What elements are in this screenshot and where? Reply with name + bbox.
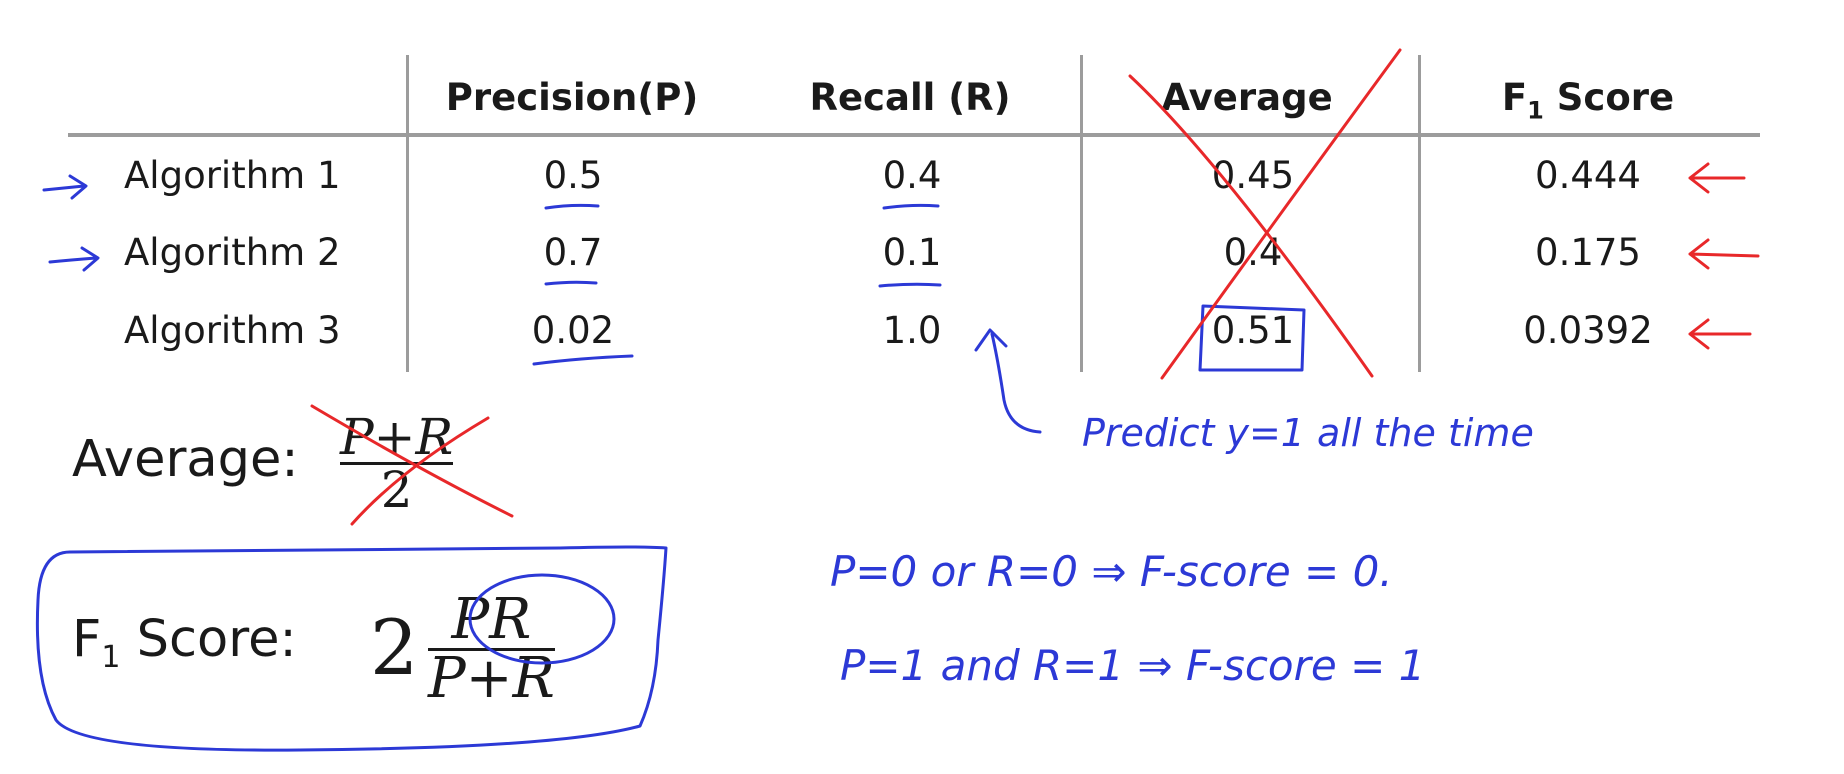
- header-average: Average: [1161, 76, 1333, 119]
- row-label-algorithm-2: Algorithm 2: [124, 231, 341, 274]
- header-f1-subscript: 1: [1527, 96, 1544, 125]
- cell-precision-1: 0.5: [543, 154, 603, 197]
- average-formula-label: Average:: [72, 430, 299, 489]
- cell-f1-1: 0.444: [1535, 154, 1641, 197]
- table-column-divider-3: [1418, 55, 1421, 372]
- rule-zero: P=0 or R=0 ⇒ F-score = 0.: [830, 547, 1393, 596]
- predict-note-arrow-icon: [974, 328, 1042, 434]
- f1-formula-label-subscript: 1: [101, 640, 121, 676]
- header-f1-score: F1 Score: [1502, 79, 1674, 122]
- table-column-divider-1: [406, 55, 409, 372]
- underline-precision-2: [544, 280, 598, 286]
- table-header-rule: [68, 133, 1760, 137]
- cell-precision-2: 0.7: [543, 231, 603, 274]
- header-f1-letter: F: [1501, 76, 1528, 119]
- f1-formula-fraction: PR P+R: [428, 592, 555, 707]
- header-precision: Precision(P): [445, 76, 699, 119]
- average-formula-fraction: P+R 2: [340, 408, 454, 519]
- f1-formula-denominator: P+R: [428, 646, 555, 711]
- f1-formula-label-word: Score:: [120, 610, 297, 669]
- average-formula-numerator: P+R: [340, 408, 454, 466]
- table-column-divider-2: [1080, 55, 1083, 372]
- f1-formula-label-letter: F: [72, 610, 102, 669]
- cell-average-3: 0.51: [1211, 309, 1295, 352]
- average-formula-denominator: 2: [380, 461, 413, 519]
- row-label-algorithm-3: Algorithm 3: [124, 309, 341, 352]
- predict-note: Predict y=1 all the time: [1082, 411, 1534, 455]
- rule-one: P=1 and R=1 ⇒ F-score = 1: [840, 641, 1425, 690]
- underline-recall-1: [882, 203, 940, 210]
- header-recall: Recall (R): [809, 76, 1011, 119]
- cell-precision-3: 0.02: [531, 309, 615, 352]
- f1-formula-coefficient: 2: [370, 603, 419, 692]
- cell-recall-1: 0.4: [882, 154, 942, 197]
- cell-f1-2: 0.175: [1535, 231, 1641, 274]
- underline-precision-1: [544, 203, 600, 210]
- f1-formula-numerator: PR: [451, 587, 532, 652]
- cell-recall-2: 0.1: [882, 231, 942, 274]
- underline-recall-2: [878, 282, 942, 288]
- f1-arrow-1-icon: [1688, 162, 1746, 194]
- cell-average-2: 0.4: [1223, 231, 1283, 274]
- f1-formula-label: F1 Score:: [72, 614, 297, 673]
- underline-precision-3: [532, 354, 634, 366]
- header-f1-word: Score: [1543, 76, 1675, 119]
- row-label-algorithm-1: Algorithm 1: [124, 154, 341, 197]
- cell-average-1: 0.45: [1211, 154, 1295, 197]
- row-1-arrow-icon: [42, 174, 88, 200]
- f1-arrow-2-icon: [1688, 238, 1760, 270]
- cell-recall-3: 1.0: [882, 309, 942, 352]
- f1-arrow-3-icon: [1688, 318, 1752, 350]
- cell-f1-3: 0.0392: [1523, 309, 1653, 352]
- row-2-arrow-icon: [48, 246, 100, 272]
